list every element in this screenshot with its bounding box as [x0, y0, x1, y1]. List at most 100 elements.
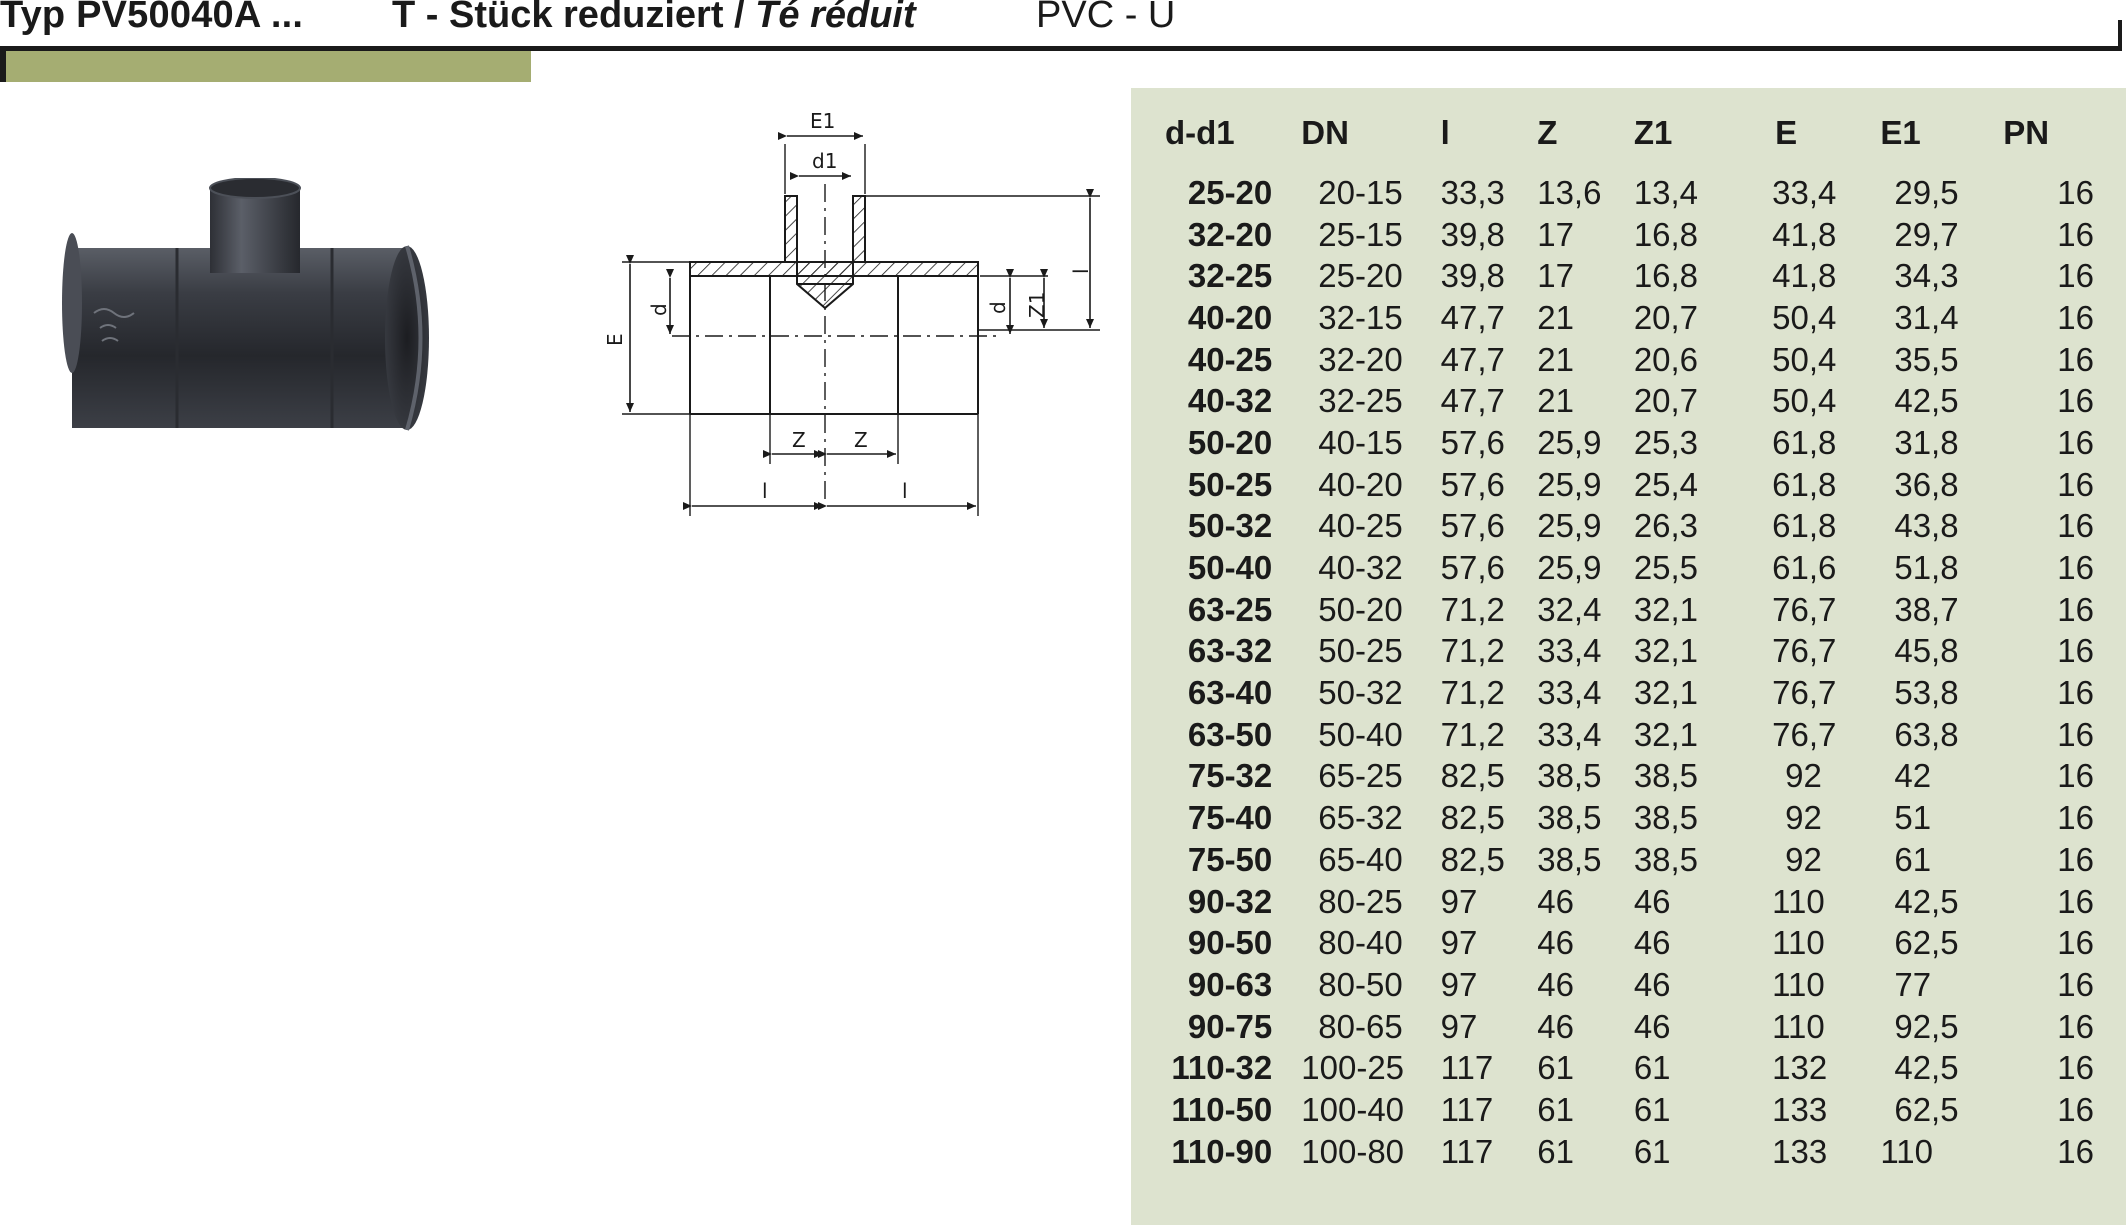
label-l-branch: l — [1069, 268, 1093, 274]
table-cell-e1: 45,8 — [1894, 632, 1959, 670]
table-cell-dn: 100-80 — [1301, 1132, 1405, 1170]
table-cell-e: 61,6 — [1772, 549, 1837, 587]
table-cell-pn: 16 — [2057, 965, 2094, 1003]
table-cell-d-d1: 50-32 — [1187, 507, 1273, 545]
product-photo — [62, 178, 429, 431]
table-cell-l: 97 — [1440, 965, 1478, 1003]
table-cell-pn: 16 — [2057, 549, 2094, 587]
table-cell-z: 38,5 — [1537, 840, 1602, 878]
type-code: Typ PV50040A ... — [0, 0, 304, 36]
col-header-DN: DN — [1301, 114, 1349, 151]
table-cell-dn: 25-15 — [1318, 215, 1403, 253]
table-cell-d-d1: 75-32 — [1187, 757, 1273, 795]
table-cell-z: 21 — [1537, 340, 1574, 378]
table-cell-z: 33,4 — [1537, 632, 1602, 670]
table-cell-z: 46 — [1537, 965, 1574, 1003]
table-cell-d-d1: 110-50 — [1171, 1090, 1273, 1128]
table-cell-z: 46 — [1537, 1007, 1574, 1045]
label-l-left: l — [762, 479, 768, 503]
table-cell-dn: 50-25 — [1318, 632, 1403, 670]
col-header-Z1: Z1 — [1633, 114, 1673, 151]
table-cell-d-d1: 63-25 — [1187, 590, 1273, 628]
table-cell-z1: 32,1 — [1633, 590, 1699, 628]
header-rule-end — [2118, 20, 2122, 51]
table-cell-e: 133 — [1772, 1090, 1828, 1128]
col-header-E1: E1 — [1880, 114, 1921, 151]
label-E: E — [603, 333, 627, 346]
table-cell-z1: 61 — [1633, 1049, 1671, 1087]
table-cell-pn: 16 — [2057, 715, 2094, 753]
table-cell-d-d1: 50-20 — [1187, 423, 1273, 461]
table-cell-z: 13,6 — [1537, 173, 1602, 211]
table-cell-e: 50,4 — [1772, 340, 1837, 378]
table-cell-e: 41,8 — [1772, 215, 1837, 253]
label-Z1: Z1 — [1025, 292, 1049, 318]
table-cell-e: 92 — [1785, 799, 1822, 837]
table-cell-l: 82,5 — [1440, 799, 1505, 837]
table-cell-dn: 32-15 — [1318, 298, 1403, 336]
table-cell-l: 117 — [1440, 1090, 1494, 1128]
table-cell-z1: 38,5 — [1633, 799, 1699, 837]
table-cell-z1: 25,3 — [1633, 423, 1699, 461]
table-cell-l: 71,2 — [1440, 674, 1505, 712]
table-cell-l: 82,5 — [1440, 757, 1505, 795]
table-cell-d-d1: 32-20 — [1187, 215, 1273, 253]
table-cell-d-d1: 40-20 — [1187, 298, 1273, 336]
table-cell-dn: 20-15 — [1318, 173, 1403, 211]
table-cell-pn: 16 — [2057, 1132, 2094, 1170]
table-cell-dn: 40-25 — [1318, 507, 1403, 545]
table-cell-e1: 53,8 — [1894, 674, 1959, 712]
table-cell-z: 17 — [1537, 257, 1574, 295]
table-cell-dn: 80-65 — [1318, 1007, 1403, 1045]
table-cell-e1: 34,3 — [1894, 257, 1959, 295]
table-cell-l: 33,3 — [1440, 173, 1505, 211]
table-cell-dn: 32-25 — [1318, 382, 1403, 420]
table-cell-l: 71,2 — [1440, 632, 1505, 670]
table-cell-d-d1: 50-40 — [1187, 549, 1273, 587]
table-cell-dn: 40-15 — [1318, 423, 1403, 461]
table-cell-z: 61 — [1537, 1049, 1574, 1087]
table-cell-e1: 92,5 — [1894, 1007, 1959, 1045]
table-cell-pn: 16 — [2057, 340, 2094, 378]
table-cell-e: 61,8 — [1772, 465, 1837, 503]
label-d: d — [647, 303, 671, 316]
table-cell-e: 110 — [1772, 924, 1825, 962]
table-cell-e: 110 — [1772, 965, 1825, 1003]
table-cell-e1: 110 — [1880, 1132, 1933, 1170]
table-cell-z1: 46 — [1633, 1007, 1671, 1045]
table-cell-z1: 61 — [1633, 1090, 1671, 1128]
table-cell-e: 61,8 — [1772, 423, 1837, 461]
table-cell-z1: 16,8 — [1633, 215, 1699, 253]
table-cell-pn: 16 — [2057, 840, 2094, 878]
table-cell-z: 25,9 — [1537, 507, 1602, 545]
table-header-row: d-d1 DN l Z Z1 E E1 PN — [1131, 114, 2126, 172]
table-cell-z1: 32,1 — [1633, 715, 1699, 753]
table-cell-d-d1: 90-75 — [1187, 1007, 1273, 1045]
table-cell-dn: 50-40 — [1318, 715, 1403, 753]
table-cell-pn: 16 — [2057, 1049, 2094, 1087]
table-cell-e: 110 — [1772, 1007, 1825, 1045]
table-cell-z1: 26,3 — [1633, 507, 1699, 545]
table-cell-dn: 25-20 — [1318, 257, 1403, 295]
table-cell-z: 38,5 — [1537, 799, 1602, 837]
table-cell-d-d1: 75-50 — [1187, 840, 1273, 878]
table-cell-e: 76,7 — [1772, 674, 1837, 712]
table-cell-e1: 62,5 — [1894, 1090, 1959, 1128]
col-header-Z: Z — [1537, 114, 1558, 151]
header-rule — [0, 46, 2122, 51]
technical-drawing: E1 d1 l Z1 d E d Z Z l l — [603, 109, 1100, 516]
label-Z-right: Z — [854, 428, 868, 452]
table-cell-dn: 65-32 — [1318, 799, 1403, 837]
table-cell-z: 38,5 — [1537, 757, 1602, 795]
